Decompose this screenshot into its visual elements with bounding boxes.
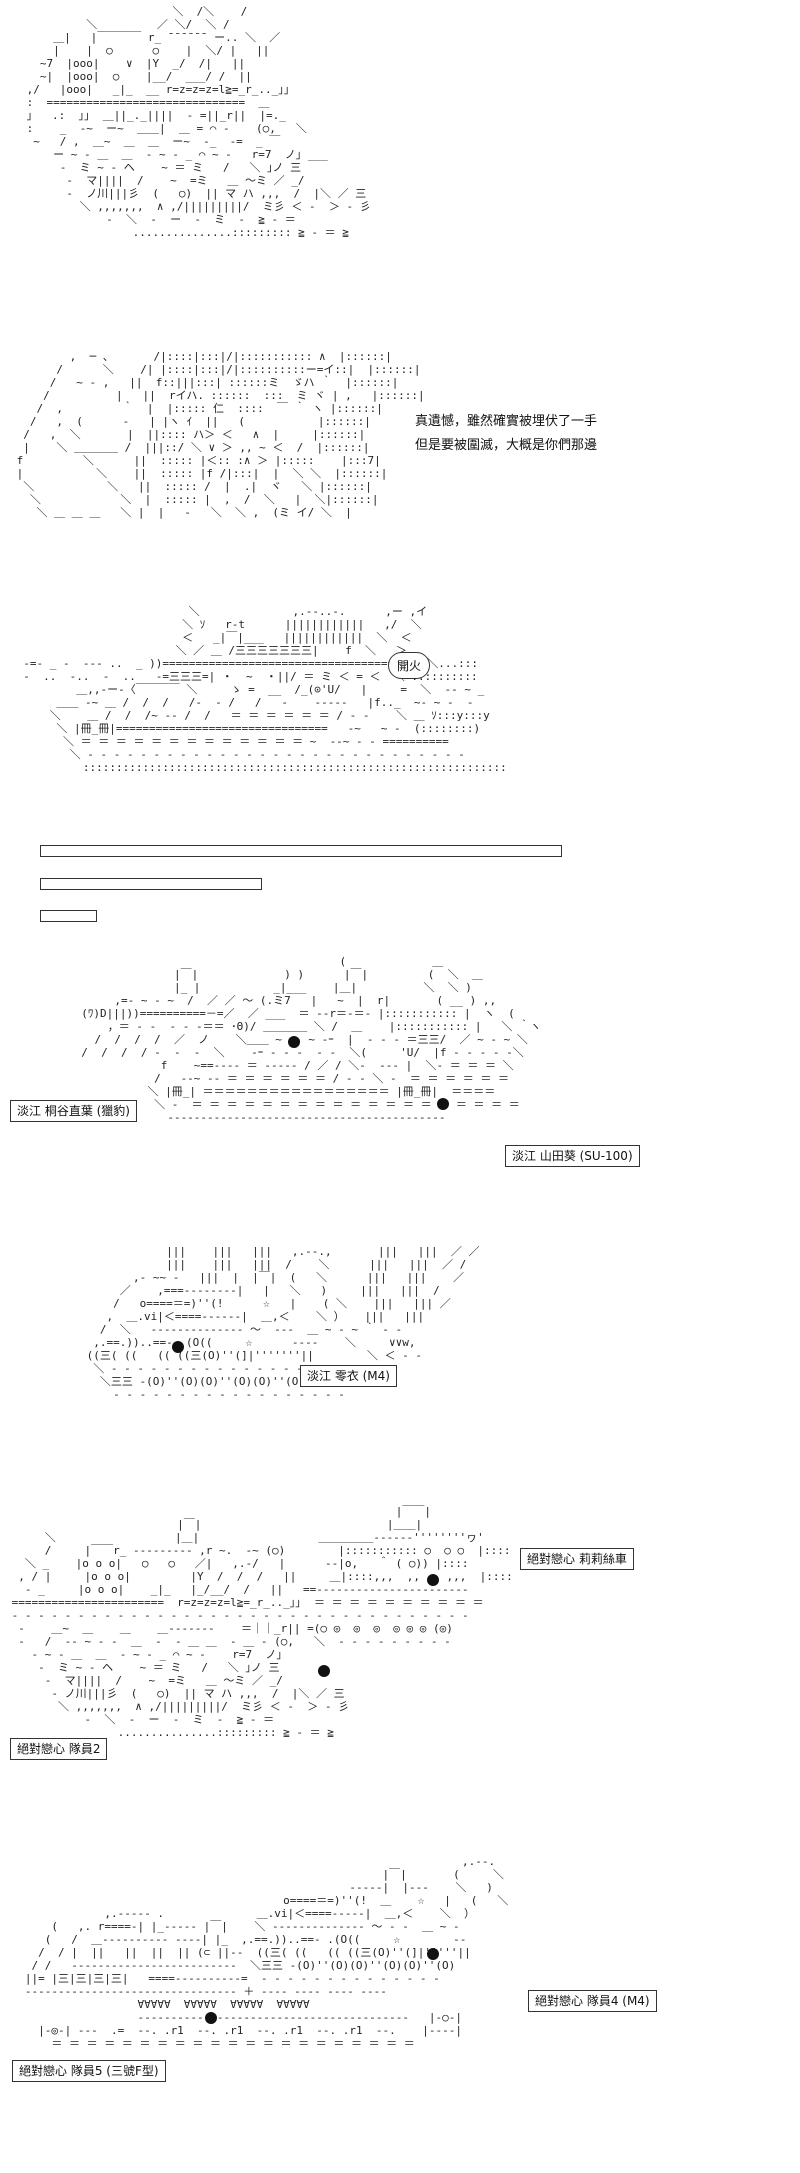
turret-marker-dot	[172, 1341, 184, 1353]
panel-character-dialogue: , ─ 、 /|::::|:::|/|::::::::::: ∧ |::::::…	[0, 340, 800, 590]
ascii-art-tank-explosion: ＼ /＼ / ＼ ／ ＼/ ＼ / ＿| |￣￣￣￣ r_ ¯¯¯¯¯¯ ー..…	[26, 5, 371, 239]
panel-tank-firing: ＼ ,.--..-. ,ー ,イ ＼ ｿ r-t |||||||||||| ,/…	[0, 600, 800, 820]
ascii-art-m4-tank: ||| ||| ||| ,.‐‐., ||| ||| ／ ／ ||| ||| |…	[86, 1245, 480, 1401]
turret-marker-dot	[318, 1665, 330, 1677]
panel-tamsui-m4: ||| ||| ||| ,.‐‐., ||| ||| ／ ／ ||| ||| |…	[0, 1240, 800, 1480]
tank-label-member-5: 絕對戀心 隊員5 (三號F型)	[12, 2060, 166, 2082]
panel-absolute-love-members: ,.‐‐. |￣| ( ＼ ‐‐‐‐‐| |‐‐‐ ＼ ) o==	[0, 1850, 800, 2170]
panel-tank-explosion: ＼ /＼ / ＼ ／ ＼/ ＼ / ＿| |￣￣￣￣ r_ ¯¯¯¯¯¯ ー..…	[0, 0, 800, 320]
bar-long	[40, 845, 562, 857]
dialogue-line-1: 真遺憾，雖然確實被埋伏了一手	[415, 414, 598, 429]
tank-label-yamada: 淡江 山田葵 (SU-100)	[505, 1145, 640, 1167]
turret-marker-dot	[427, 1574, 439, 1586]
dialogue-text: 真遺憾，雖然確實被埋伏了一手 但是要被圍滅，大概是你們那邊	[415, 410, 597, 458]
panel-absolute-love-tanks: |￣￣| |￣| |＿＿| ＼ |＿| ＿＿＿＿＿‐‐‐‐‐‐''''''''ヮ…	[0, 1500, 800, 1830]
panel-tamsui-tanks: ( ＿ |￣| ) ) |￣| ( ＼ ＿ |_ | _|___ |＿| ＼ ＼…	[0, 950, 800, 1220]
turret-marker-dot	[288, 1036, 300, 1048]
ascii-art-tank-firing: ＼ ,.--..-. ,ー ,イ ＼ ｿ r-t |||||||||||| ,/…	[23, 605, 507, 774]
turret-marker-dot	[205, 2012, 217, 2024]
dialogue-line-2: 但是要被圍滅，大概是你們那邊	[415, 438, 598, 453]
turret-marker-dot	[437, 1098, 449, 1110]
tank-label-kirigaya: 淡江 桐谷直葉 (獵豹)	[10, 1100, 137, 1122]
ascii-art-absolute-love-tanks: |￣￣| |￣| |＿＿| ＼ |＿| ＿＿＿＿＿‐‐‐‐‐‐''''''''ヮ…	[11, 1505, 513, 1739]
tank-label-reii: 淡江 零衣 (M4)	[300, 1365, 397, 1387]
ascii-art-members-tanks: ,.‐‐. |￣| ( ＼ ‐‐‐‐‐| |‐‐‐ ＼ ) o==	[24, 1855, 509, 2050]
ascii-art-tamsui-tanks: ( ＿ |￣| ) ) |￣| ( ＼ ＿ |_ | _|___ |＿| ＼ ＼…	[81, 955, 541, 1124]
speech-bubble-fire: 開火	[388, 652, 431, 679]
turret-marker-dot	[427, 1948, 439, 1960]
tank-label-member-4: 絕對戀心 隊員4 (M4)	[528, 1990, 657, 2012]
bar-medium	[40, 878, 262, 890]
bar-short	[40, 910, 97, 922]
tank-label-lilith: 絕對戀心 莉莉絲車	[520, 1548, 634, 1570]
tank-label-member-2: 絕對戀心 隊員2	[10, 1738, 108, 1760]
panel-empty-bars	[0, 840, 800, 930]
ascii-art-character-on-tank: , ─ 、 /|::::|:::|/|::::::::::: ∧ |::::::…	[16, 350, 425, 519]
